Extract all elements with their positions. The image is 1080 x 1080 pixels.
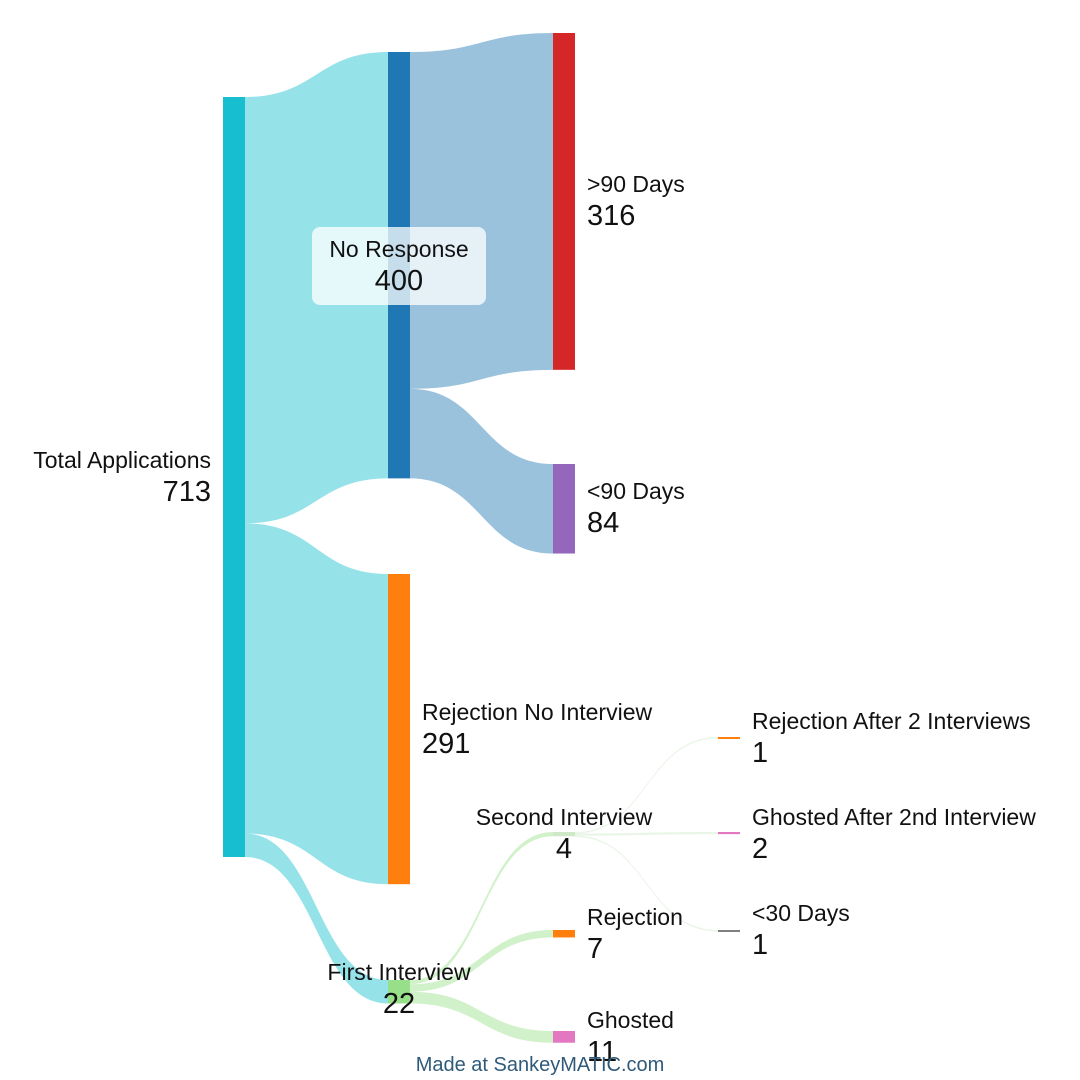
node-lt90 — [553, 464, 575, 554]
node-value: 84 — [587, 507, 619, 539]
node-rej2 — [718, 737, 740, 739]
node-label: <30 Days — [752, 900, 850, 926]
label-lt30: <30 Days 1 — [752, 900, 850, 961]
label-background — [312, 227, 486, 305]
node-label: First Interview — [327, 959, 471, 985]
label-noresp: No Response 400 — [312, 227, 486, 305]
node-value: 291 — [422, 728, 470, 760]
node-label: No Response — [329, 236, 468, 262]
sankey-nodes — [223, 33, 740, 1043]
label-first: First Interview 22 — [327, 959, 471, 1020]
link-total-to-rejno — [245, 523, 388, 885]
label-gt90: >90 Days 316 — [587, 171, 685, 232]
node-value: 22 — [383, 988, 415, 1020]
node-ghosted — [553, 1031, 575, 1043]
node-gt90 — [553, 33, 575, 370]
node-label: >90 Days — [587, 171, 685, 197]
node-ghost2 — [718, 832, 740, 835]
link-second-to-rej2 — [575, 737, 718, 834]
node-label: Ghosted — [587, 1007, 674, 1033]
node-total — [223, 97, 245, 857]
label-lt90: <90 Days 84 — [587, 478, 685, 539]
label-rejno: Rejection No Interview 291 — [422, 699, 652, 760]
node-label: Rejection — [587, 904, 683, 930]
node-value: 316 — [587, 200, 635, 232]
node-label: <90 Days — [587, 478, 685, 504]
node-value: 1 — [752, 929, 768, 961]
label-ghosted: Ghosted 11 — [587, 1007, 674, 1068]
link-second-to-ghost2 — [575, 832, 718, 836]
node-label: Ghosted After 2nd Interview — [752, 804, 1036, 830]
link-first-to-ghosted — [410, 991, 553, 1043]
node-lt30 — [718, 930, 740, 932]
link-first-to-rej — [410, 930, 553, 992]
label-second: Second Interview 4 — [476, 804, 653, 865]
link-noresp-to-gt90 — [410, 33, 553, 389]
link-noresp-to-lt90 — [410, 388, 553, 554]
link-total-to-first — [245, 833, 388, 1004]
node-value: 713 — [163, 476, 211, 508]
node-label: Second Interview — [476, 804, 653, 830]
sankey-labels: Total Applications 713 No Response 400Rejec… — [33, 171, 1036, 1068]
node-rej — [553, 930, 575, 938]
node-label: Total Applications — [33, 447, 211, 473]
sankeymatic-credit: Made at SankeyMATIC.com — [416, 1054, 665, 1076]
node-value: 11 — [587, 1036, 617, 1068]
node-first — [388, 980, 410, 1004]
node-value: 2 — [752, 833, 768, 865]
node-second — [553, 832, 575, 837]
link-first-to-second — [410, 832, 553, 985]
node-rejno — [388, 574, 410, 885]
label-rej2: Rejection After 2 Interviews 1 — [752, 708, 1031, 769]
node-value: 400 — [375, 265, 423, 297]
node-value: 7 — [587, 933, 603, 965]
label-rej: Rejection 7 — [587, 904, 683, 965]
link-second-to-lt30 — [575, 835, 718, 932]
node-label: Rejection After 2 Interviews — [752, 708, 1031, 734]
node-value: 1 — [752, 737, 768, 769]
node-label: Rejection No Interview — [422, 699, 652, 725]
sankey-links — [245, 33, 718, 1043]
label-ghost2: Ghosted After 2nd Interview 2 — [752, 804, 1036, 865]
label-total: Total Applications 713 — [33, 447, 211, 508]
node-value: 4 — [556, 833, 572, 865]
